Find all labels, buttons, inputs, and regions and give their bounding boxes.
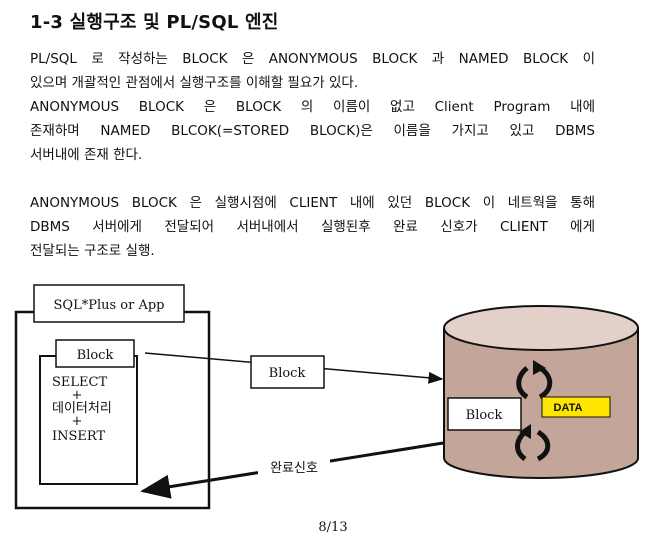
data-box: DATA (541, 396, 611, 418)
section-heading: 1-3 실행구조 및 PL/SQL 엔진 (30, 12, 279, 33)
client-block-label: Block (77, 348, 114, 363)
client-block-line: SELECT (52, 375, 107, 390)
database-cylinder (443, 305, 639, 479)
execution-cycle-icon (515, 360, 553, 462)
client-block-line: 데이터처리 (52, 401, 112, 416)
text-line: 전달되는 구조로 실행. (30, 243, 155, 259)
data-label: DATA (554, 402, 583, 414)
client-block-line: INSERT (52, 429, 105, 444)
client-app-label: SQL*Plus or App (54, 298, 165, 313)
text-line: ANONYMOUS BLOCK 은 BLOCK 의 이름이 없고 Client … (30, 99, 595, 115)
server-block-label: Block (466, 408, 503, 423)
transfer-block: Block (250, 355, 325, 389)
paragraph-intro: PL/SQL 로 작성하는 BLOCK 은 ANONYMOUS BLOCK 과 … (30, 47, 595, 167)
client-block-line: + (72, 414, 83, 429)
paragraph-execution: ANONYMOUS BLOCK 은 실행시점에 CLIENT 내에 있던 BLO… (30, 191, 595, 263)
client-block: Block SELECT + 데이터처리 + INSERT (39, 339, 138, 485)
server-block: Block (447, 397, 522, 431)
text-line: DBMS 서버에게 전달되어 서버내에서 실행된후 완료 신호가 CLIENT … (30, 219, 595, 235)
transfer-block-label: Block (269, 366, 306, 381)
page-number: 8/13 (318, 520, 348, 535)
text-line: 존재하며 NAMED BLCOK(=STORED BLOCK)은 이름을 가지고… (30, 123, 595, 139)
text-line: 서버내에 존재 한다. (30, 147, 143, 163)
text-line: 있으며 개괄적인 관점에서 실행구조를 이해할 필요가 있다. (30, 75, 359, 91)
text-line: ANONYMOUS BLOCK 은 실행시점에 CLIENT 내에 있던 BLO… (30, 195, 595, 211)
text-line: PL/SQL 로 작성하는 BLOCK 은 ANONYMOUS BLOCK 과 … (30, 51, 595, 67)
completion-signal-label: 완료신호 (270, 461, 318, 476)
client-block-line: + (72, 388, 83, 403)
